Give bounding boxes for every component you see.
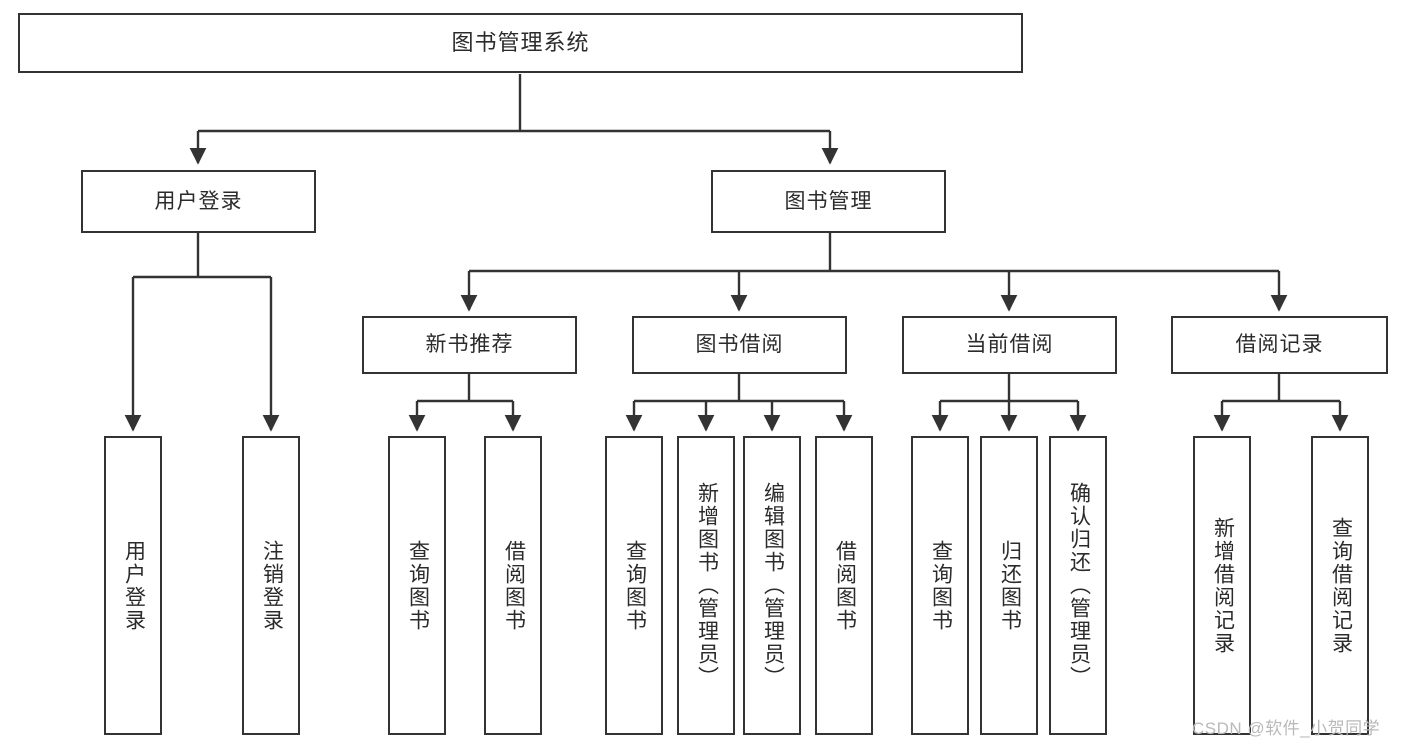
leaf-label: 借阅图书 <box>833 539 857 632</box>
node-user-login[interactable]: 用户登录 <box>81 170 316 233</box>
leaf-record-add[interactable]: 新增借阅记录 <box>1193 436 1251 735</box>
node-new-book-recommend[interactable]: 新书推荐 <box>362 316 577 374</box>
leaf-record-query[interactable]: 查询借阅记录 <box>1311 436 1369 735</box>
leaf-borrow-query[interactable]: 查询图书 <box>605 436 663 735</box>
node-book-borrow-label: 图书借阅 <box>695 333 784 357</box>
leaf-label: 查询图书 <box>406 539 430 632</box>
leaf-current-query[interactable]: 查询图书 <box>911 436 969 735</box>
leaf-label: 用户登录 <box>122 539 146 632</box>
leaf-borrow-borrow-book[interactable]: 借阅图书 <box>815 436 873 735</box>
leaf-user-login-login[interactable]: 用户登录 <box>104 436 162 735</box>
node-user-login-label: 用户登录 <box>154 189 243 213</box>
leaf-label: 查询图书 <box>929 539 953 632</box>
node-book-management[interactable]: 图书管理 <box>711 170 946 233</box>
leaf-label: 新增借阅记录 <box>1211 516 1235 655</box>
leaf-label: 编辑图书（管理员） <box>761 482 785 689</box>
node-book-borrow[interactable]: 图书借阅 <box>632 316 847 374</box>
leaf-user-login-logout[interactable]: 注销登录 <box>242 436 300 735</box>
leaf-label: 新增图书（管理员） <box>695 482 719 689</box>
leaf-label: 查询借阅记录 <box>1329 516 1353 655</box>
node-root-label: 图书管理系统 <box>451 29 590 55</box>
node-current-borrow-label: 当前借阅 <box>965 333 1054 357</box>
leaf-current-confirm-return[interactable]: 确认归还（管理员） <box>1049 436 1107 735</box>
leaf-new-book-query[interactable]: 查询图书 <box>388 436 446 735</box>
leaf-borrow-add-book[interactable]: 新增图书（管理员） <box>677 436 735 735</box>
leaf-borrow-edit-book[interactable]: 编辑图书（管理员） <box>743 436 801 735</box>
node-root[interactable]: 图书管理系统 <box>18 13 1023 73</box>
leaf-current-return[interactable]: 归还图书 <box>980 436 1038 735</box>
leaf-label: 借阅图书 <box>502 539 526 632</box>
node-borrow-record[interactable]: 借阅记录 <box>1171 316 1388 374</box>
leaf-label: 归还图书 <box>998 539 1022 632</box>
leaf-label: 查询图书 <box>623 539 647 632</box>
node-book-management-label: 图书管理 <box>784 189 873 213</box>
node-current-borrow[interactable]: 当前借阅 <box>902 316 1117 374</box>
leaf-label: 注销登录 <box>260 539 284 632</box>
leaf-label: 确认归还（管理员） <box>1067 482 1091 689</box>
leaf-new-book-borrow[interactable]: 借阅图书 <box>484 436 542 735</box>
node-new-book-recommend-label: 新书推荐 <box>425 333 514 357</box>
node-borrow-record-label: 借阅记录 <box>1235 333 1324 357</box>
